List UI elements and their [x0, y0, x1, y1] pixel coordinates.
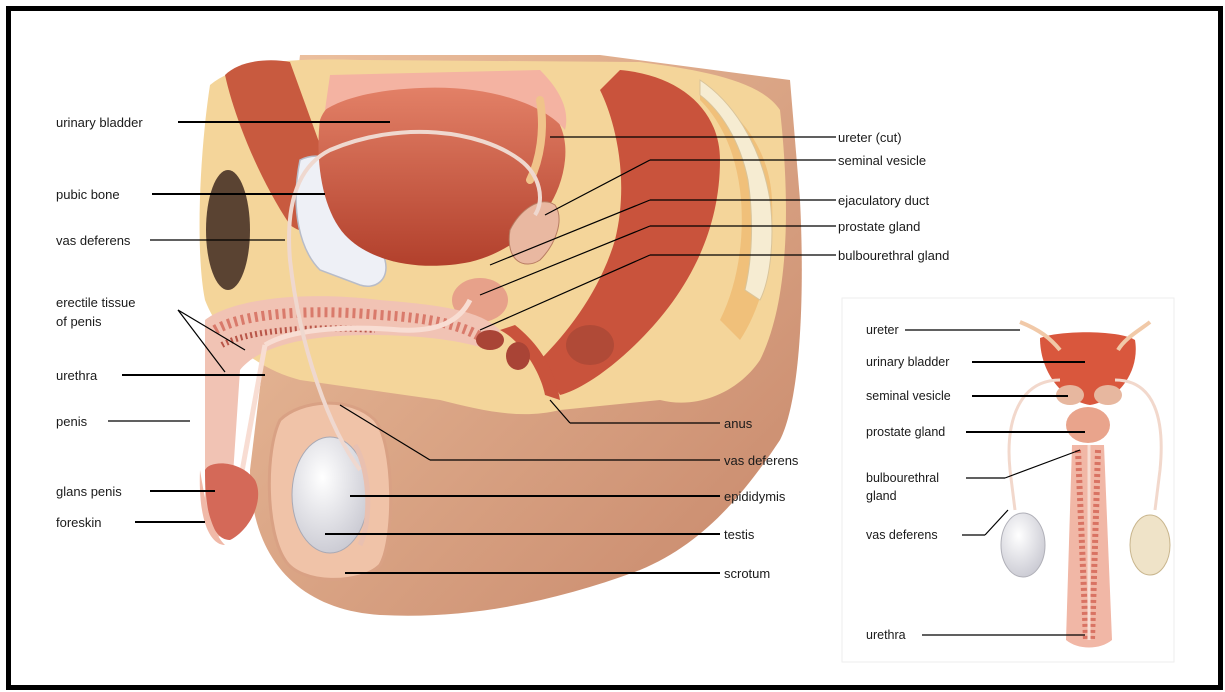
- label-pubic-bone: pubic bone: [56, 187, 120, 202]
- label-vas-deferens: vas deferens: [56, 233, 130, 248]
- label-penis: penis: [56, 414, 87, 429]
- label-anus: anus: [724, 416, 752, 431]
- label-vas-deferens-2: vas deferens: [724, 453, 798, 468]
- label-ureter-cut: ureter (cut): [838, 130, 902, 145]
- label-urethra: urethra: [56, 368, 97, 383]
- label-erectile-tissue: erectile tissue: [56, 295, 135, 310]
- label-bulbourethral-gland: bulbourethral gland: [838, 248, 949, 263]
- label-epididymis: epididymis: [724, 489, 785, 504]
- inset-label-urinary-bladder: urinary bladder: [866, 355, 949, 370]
- inset-label-bulbourethral: bulbourethral: [866, 471, 939, 486]
- inset-label-prostate-gland: prostate gland: [866, 425, 945, 440]
- inset-testis-right: [1130, 515, 1170, 575]
- label-prostate-gland: prostate gland: [838, 219, 920, 234]
- label-foreskin: foreskin: [56, 515, 102, 530]
- pubic-hair: [206, 170, 250, 290]
- label-testis: testis: [724, 527, 754, 542]
- inset-label-ureter: ureter: [866, 323, 899, 338]
- inset-testis-left: [1001, 513, 1045, 577]
- label-ejaculatory-duct: ejaculatory duct: [838, 193, 929, 208]
- label-of-penis: of penis: [56, 314, 102, 329]
- label-urinary-bladder: urinary bladder: [56, 115, 143, 130]
- label-scrotum: scrotum: [724, 566, 770, 581]
- inset-label-gland: gland: [866, 489, 897, 504]
- inset-prostate: [1066, 407, 1110, 443]
- inset-label-seminal-vesicle: seminal vesicle: [866, 389, 951, 404]
- inset-label-urethra: urethra: [866, 628, 906, 643]
- label-glans-penis: glans penis: [56, 484, 122, 499]
- inset-label-vas-deferens: vas deferens: [866, 528, 938, 543]
- label-seminal-vesicle: seminal vesicle: [838, 153, 926, 168]
